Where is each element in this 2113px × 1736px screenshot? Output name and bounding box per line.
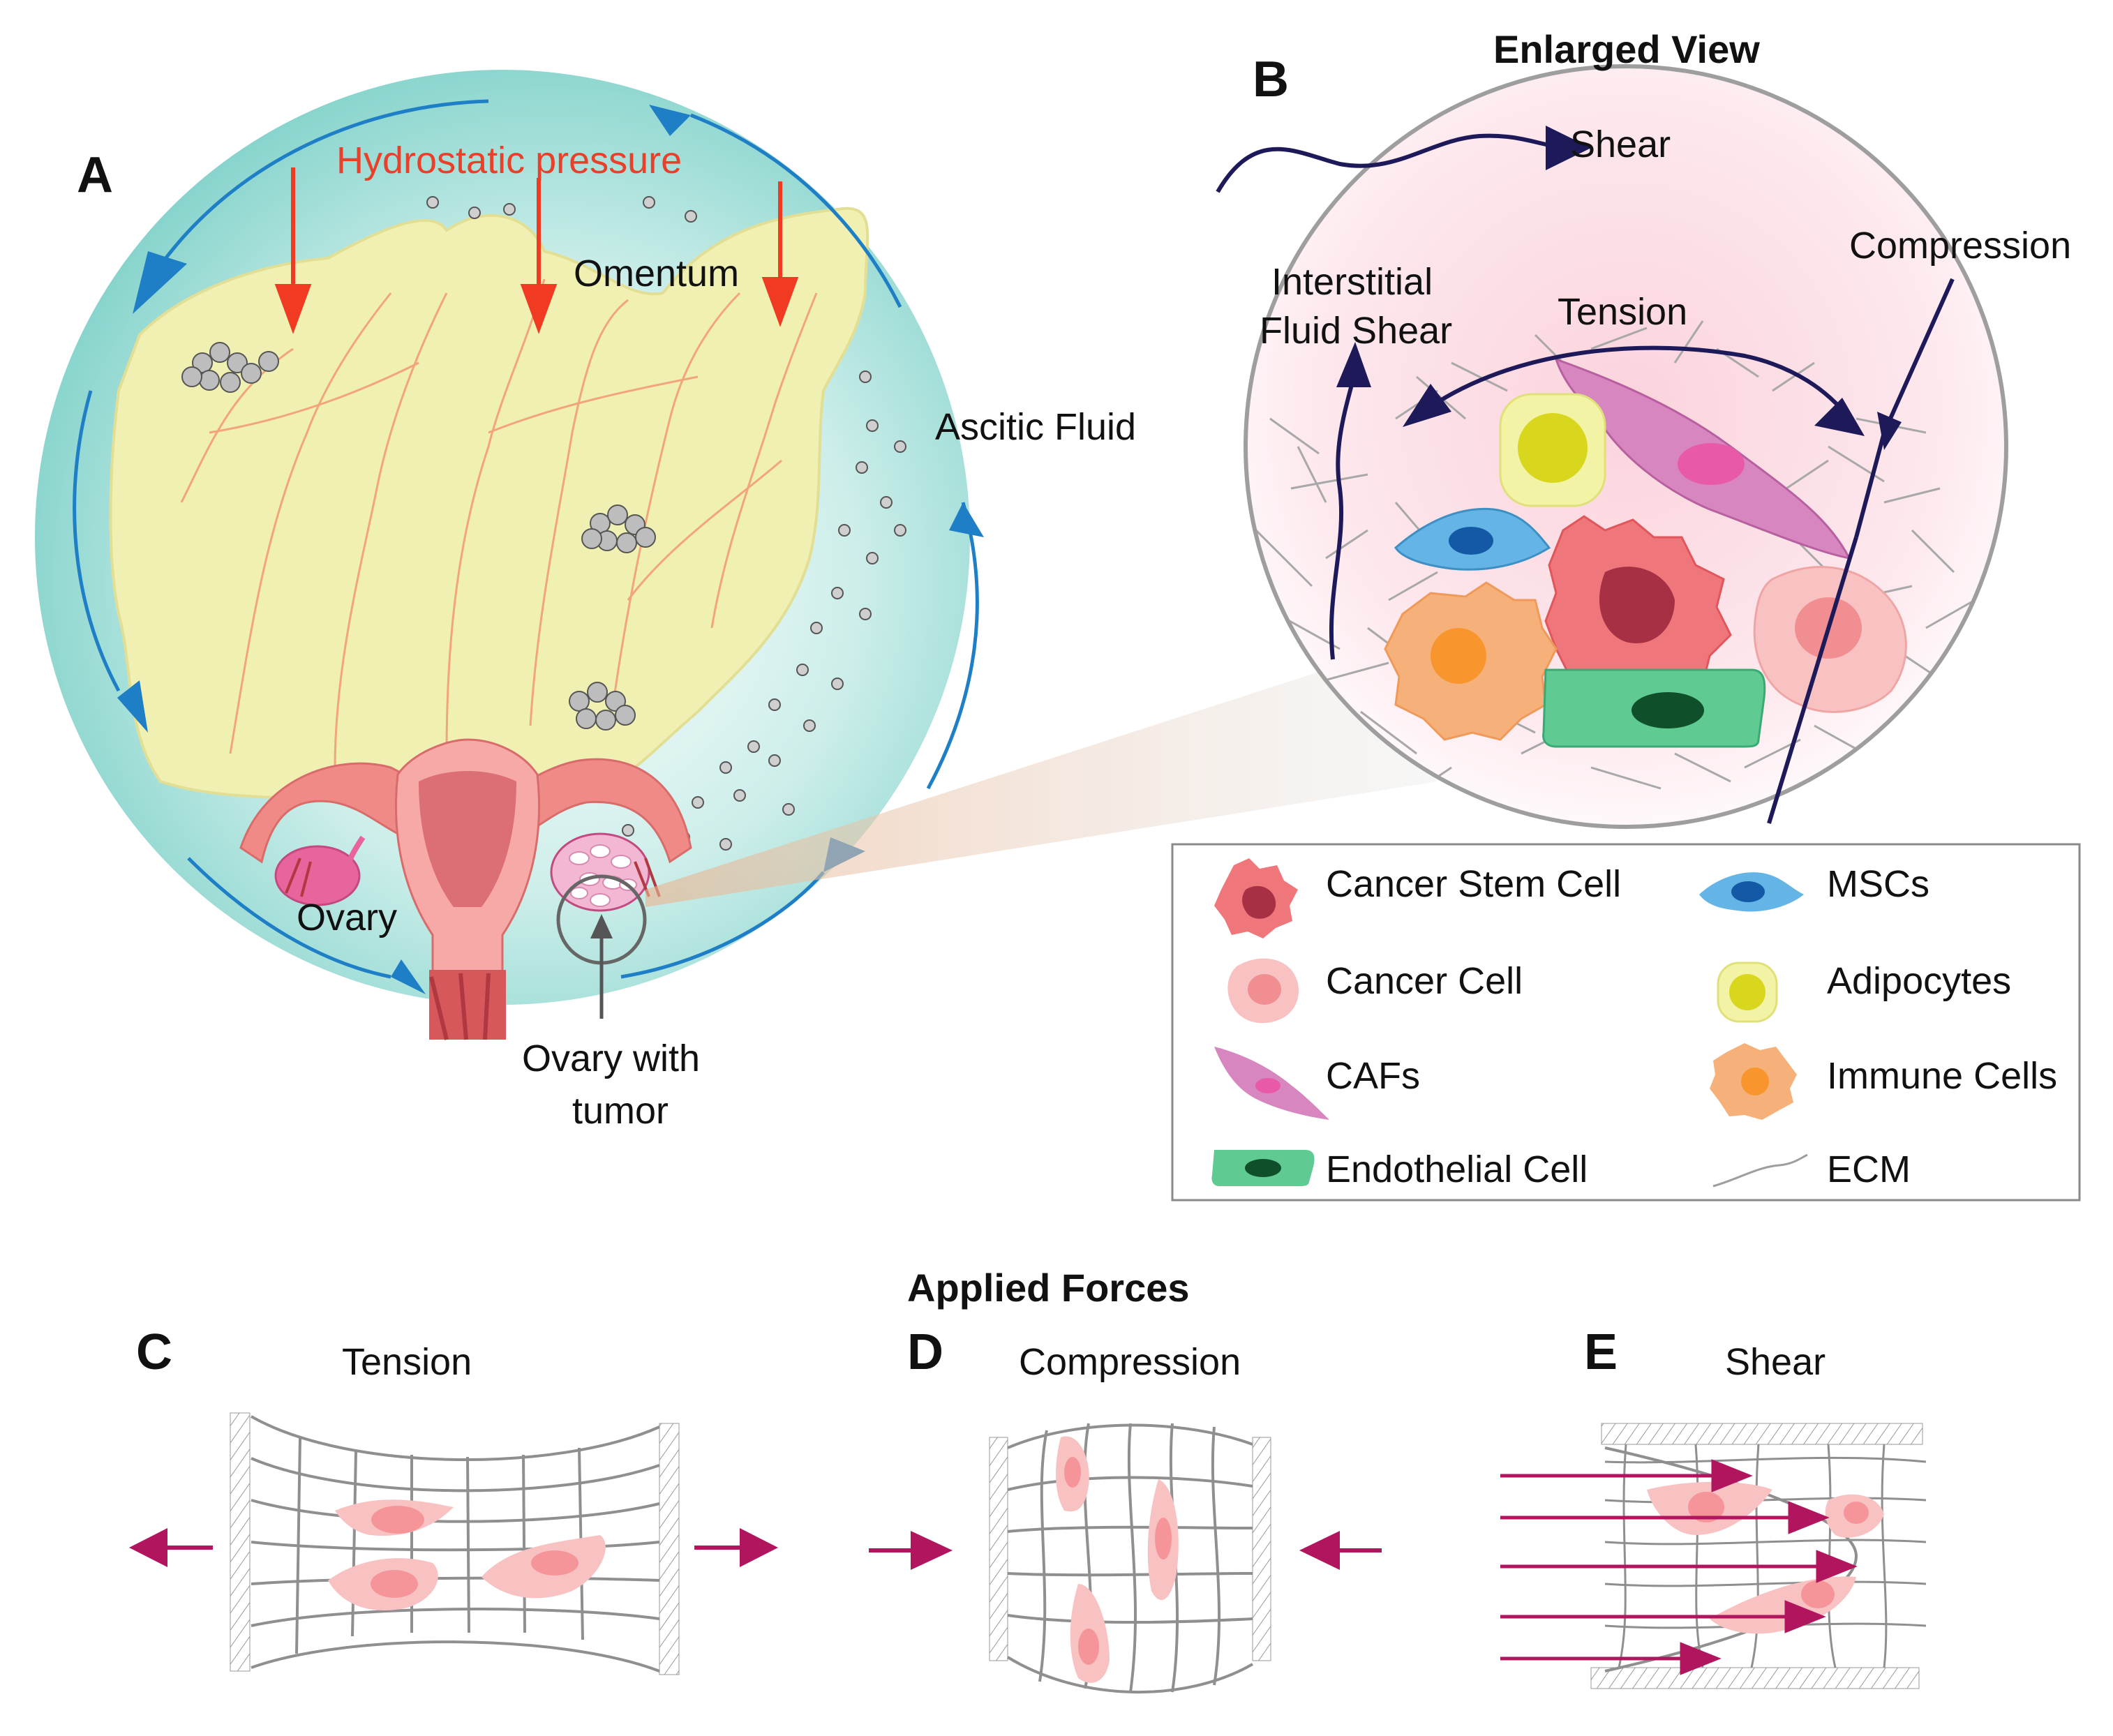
cell-legend: Cancer Stem Cell MSCs Cancer Cell Adipoc… [1171,843,2081,1202]
ascitic-flow-arrows [73,99,979,979]
legend-label-endothelial-cell: Endothelial Cell [1326,1148,1588,1190]
shear-flow-arrows [1500,1459,1858,1675]
legend-label-cancer-stem-cell: Cancer Stem Cell [1326,863,1621,905]
ascitic-fluid-label: Ascitic Fluid [935,406,1136,448]
msc-cell [1394,507,1551,571]
legend-label-cancer-cell: Cancer Cell [1326,960,1523,1002]
compressed-cell [1056,1436,1089,1512]
sheared-cell [1647,1481,1772,1535]
enlarged-view-border [1244,64,2008,829]
stretched-cell [328,1558,438,1611]
panel-b-enlarged-view: Enlarged View B Shear Compression Inters… [1216,27,2071,829]
immune-cell-icon [1710,1043,1797,1120]
stretched-cell [335,1499,454,1536]
compressed-ecm-mesh [1006,1423,1254,1693]
panel-d-compression: D Compression [869,1324,1382,1693]
compression-arrow [1767,278,1955,824]
legend-box [1171,843,2081,1202]
push-right-arrow [869,1531,953,1570]
legend-label-cafs: CAFs [1326,1055,1420,1097]
applied-forces-section: Applied Forces C Tension [129,1266,1927,1693]
uterus-illustration [239,738,692,1040]
interstitial-fluid-shear-arrow [1329,342,1371,660]
interstitial-fluid-shear-label: Interstitial [1271,261,1433,303]
tension-label: Tension [1558,291,1687,333]
legend-label-adipocytes: Adipocytes [1827,960,2011,1002]
omentum-label: Omentum [574,253,739,294]
ecm-icon [1712,1153,1808,1188]
zoom-cone [645,663,1438,907]
sheared-cell [1710,1576,1856,1634]
compression-label: Compression [1849,225,2071,267]
panel-label-a: A [77,147,113,203]
adipocyte-icon [1717,961,1778,1023]
hydrostatic-pressure-arrows [274,167,799,334]
msc-icon [1699,872,1804,912]
panel-label-c: C [136,1324,172,1380]
shear-arrow [1216,126,1591,193]
ovary-pointer-arrow [590,914,613,1019]
tumor-spheroid [569,682,636,731]
right-anchor-plate [659,1423,680,1675]
sheared-ecm-mesh [1604,1444,1927,1668]
legend-label-mscs: MSCs [1827,863,1929,905]
push-left-arrow [1299,1531,1382,1570]
tumor-nodules [569,844,637,907]
stretched-cell [481,1535,606,1599]
panel-a-peritoneal-cavity: A Hydrostatic pressure Omentum Ascitic F… [35,70,1438,1132]
panel-c-tension: C Tension [129,1324,778,1675]
sheared-cell [1825,1494,1884,1538]
panel-e-shear: E Shear [1500,1324,1927,1689]
ovary-label: Ovary [297,897,397,938]
enlarged-view-title: Enlarged View [1493,27,1760,71]
legend-label-immune-cells: Immune Cells [1827,1055,2057,1097]
cancer-stem-cell-icon [1214,858,1298,938]
tumor-spheroid [581,504,656,553]
tension-arrow [1403,345,1865,436]
caf-icon [1214,1047,1329,1120]
shear-title: Shear [1725,1341,1825,1383]
hydrostatic-pressure-label: Hydrostatic pressure [336,140,682,181]
ovary-with-tumor-label: Ovary with [522,1038,700,1079]
right-compression-plate [1252,1437,1271,1661]
stretched-ecm-mesh [251,1415,660,1673]
compressed-cell [1147,1479,1179,1601]
pull-right-arrow [694,1528,778,1567]
shear-label: Shear [1570,124,1671,165]
tumor-spheroid [181,342,279,393]
panel-label-b: B [1253,52,1289,107]
ovary-with-tumor-label-line2: tumor [572,1090,669,1132]
left-ovary [274,845,361,906]
legend-label-ecm: ECM [1827,1148,1911,1190]
top-shear-plate [1601,1423,1923,1445]
pull-left-arrow [129,1528,213,1567]
panel-label-e: E [1584,1324,1618,1380]
compression-title: Compression [1019,1341,1241,1383]
adipocyte-cell [1499,393,1606,507]
left-anchor-plate [230,1412,251,1672]
cancer-stem-cell [1544,515,1732,706]
interstitial-fluid-shear-label-line2: Fluid Shear [1260,310,1452,352]
left-compression-plate [989,1437,1008,1661]
cancer-cell-icon [1227,958,1299,1024]
bottom-shear-plate [1590,1667,1920,1689]
endothelial-cell-icon [1211,1150,1315,1186]
panel-label-d: D [907,1324,943,1380]
endothelial-cell [1542,668,1766,748]
tension-title: Tension [342,1341,472,1383]
omentum-tissue [109,207,869,805]
compressed-cell [1070,1584,1110,1683]
applied-forces-title: Applied Forces [907,1266,1190,1310]
immune-cell [1384,581,1558,741]
